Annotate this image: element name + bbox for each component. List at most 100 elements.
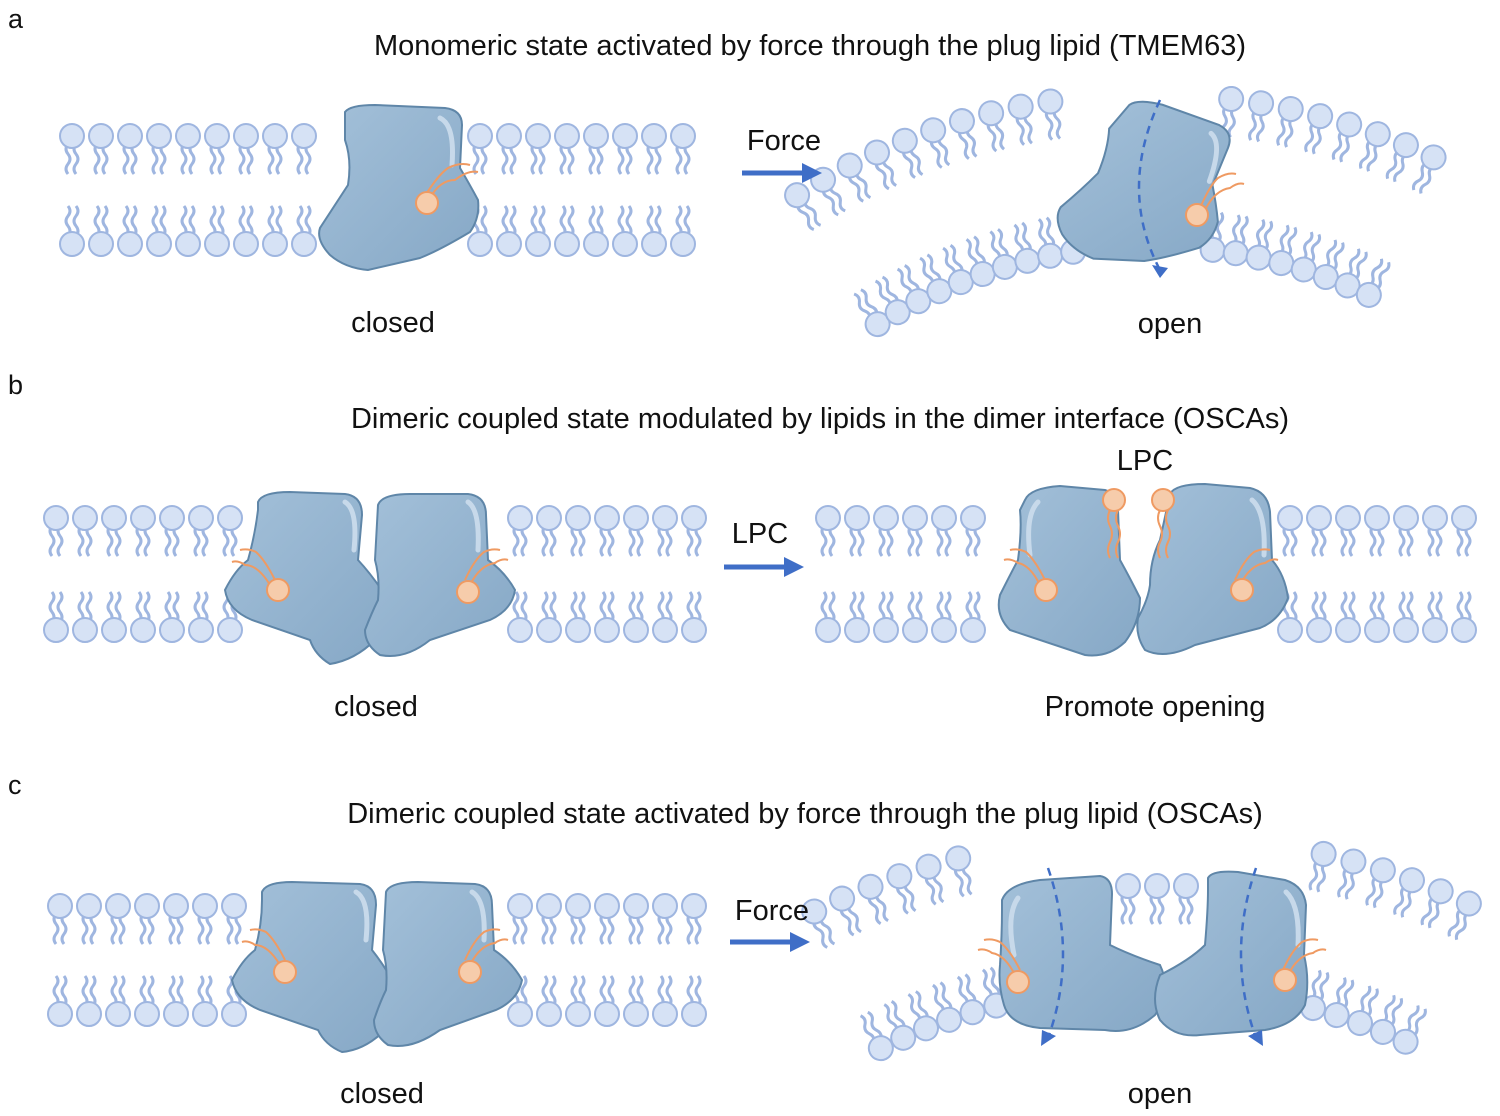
arrow-force-c <box>730 932 810 952</box>
lipid-icon <box>100 590 128 644</box>
lipid-icon <box>1005 91 1042 148</box>
lipid-icon <box>1276 504 1304 558</box>
plug-lipid-icon <box>458 960 482 984</box>
lipid-icon <box>1363 504 1391 558</box>
lipid-icon <box>1421 590 1449 644</box>
lipid-icon <box>1035 86 1070 143</box>
lipid-icon <box>46 974 74 1028</box>
lipid-icon <box>1392 590 1420 644</box>
lipid-icon <box>133 892 161 946</box>
lipid-icon <box>203 204 231 258</box>
lipid-icon <box>814 590 842 644</box>
lipid-icon <box>651 504 679 558</box>
lipid-icon <box>506 504 534 558</box>
lpc-lipid-icon <box>1102 488 1126 512</box>
lipid-icon <box>942 842 981 900</box>
panel-a-closed-label: closed <box>351 307 435 339</box>
lipid-icon <box>680 892 708 946</box>
panel-b-open-dimer <box>997 482 1290 657</box>
plug-lipid-icon <box>1185 203 1209 227</box>
lipid-icon <box>191 892 219 946</box>
lipid-icon <box>187 590 215 644</box>
lipid-icon <box>1269 93 1307 151</box>
lipid-icon <box>1143 872 1171 926</box>
lipid-icon <box>1392 504 1420 558</box>
rotation-arrowhead-icon <box>1152 265 1168 278</box>
rotation-arrowhead-icon <box>1041 1030 1056 1046</box>
lipid-icon <box>129 590 157 644</box>
lipid-icon <box>133 974 161 1028</box>
lipid-icon <box>46 892 74 946</box>
lipid-icon <box>959 590 987 644</box>
lipid-icon <box>843 504 871 558</box>
lipid-icon <box>901 504 929 558</box>
lpc-lipid-icon <box>1151 488 1175 512</box>
lipid-icon <box>611 122 639 176</box>
lipid-icon <box>669 122 697 176</box>
lipid-icon <box>593 974 621 1028</box>
lipid-icon <box>1241 87 1277 145</box>
lipid-icon <box>174 122 202 176</box>
lipid-icon <box>506 892 534 946</box>
lipid-icon <box>290 204 318 258</box>
lipid-icon <box>71 590 99 644</box>
lpc-interface-label: LPC <box>1117 445 1173 477</box>
lipid-icon <box>100 504 128 558</box>
lipid-icon <box>42 590 70 644</box>
lipid-icon <box>1301 838 1340 896</box>
panel-c-open-dimer <box>977 870 1327 1037</box>
panel-a-title: Monomeric state activated by force throu… <box>373 30 1246 62</box>
lipid-icon <box>145 122 173 176</box>
arrow-lpc-b-label: LPC <box>732 518 788 550</box>
lipid-icon <box>1172 872 1200 926</box>
plug-lipid-icon <box>415 191 439 215</box>
panel-a-closed-channel <box>318 103 480 272</box>
lipid-icon <box>593 590 621 644</box>
panel-letter-b: b <box>8 370 24 400</box>
panel-c-open-label: open <box>1127 1078 1193 1110</box>
lipid-icon <box>564 892 592 946</box>
lipid-icon <box>87 204 115 258</box>
lipid-icon <box>535 974 563 1028</box>
lipid-icon <box>651 892 679 946</box>
lipid-icon <box>116 122 144 176</box>
lipid-icon <box>1388 1000 1434 1060</box>
panel-c-gate-line-right <box>1239 867 1258 1039</box>
lipid-icon <box>116 204 144 258</box>
plug-lipid-icon <box>1034 578 1058 602</box>
lipid-icon <box>174 204 202 258</box>
arrow-force-a-label: Force <box>747 125 821 157</box>
lipid-icon <box>75 892 103 946</box>
lipid-icon <box>1114 872 1142 926</box>
lipid-icon <box>75 974 103 1028</box>
lipid-icon <box>1363 590 1391 644</box>
lipid-icon <box>220 892 248 946</box>
lipid-icon <box>495 122 523 176</box>
arrow-force-c-label: Force <box>735 895 809 927</box>
lipid-icon <box>290 122 318 176</box>
lipid-icon <box>1330 845 1370 903</box>
lipid-icon <box>1334 504 1362 558</box>
lipid-icon <box>261 204 289 258</box>
lipid-icon <box>564 504 592 558</box>
panel-b-open-label: Promote opening <box>1044 691 1266 723</box>
lipid-icon <box>872 504 900 558</box>
lipid-icon <box>680 504 708 558</box>
lipid-icon <box>553 204 581 258</box>
lipid-icon <box>640 204 668 258</box>
panel-a-gate-line <box>1137 99 1162 271</box>
lipid-icon <box>814 504 842 558</box>
lipid-icon <box>191 974 219 1028</box>
panel-c-closed-dimer <box>230 880 524 1054</box>
lipid-icon <box>535 504 563 558</box>
plug-lipid-icon <box>266 578 290 602</box>
lipid-icon <box>622 590 650 644</box>
lipid-icon <box>232 122 260 176</box>
lipid-icon <box>564 590 592 644</box>
lipid-icon <box>104 974 132 1028</box>
lipid-icon <box>466 122 494 176</box>
lipid-icon <box>680 974 708 1028</box>
lipid-icon <box>216 504 244 558</box>
